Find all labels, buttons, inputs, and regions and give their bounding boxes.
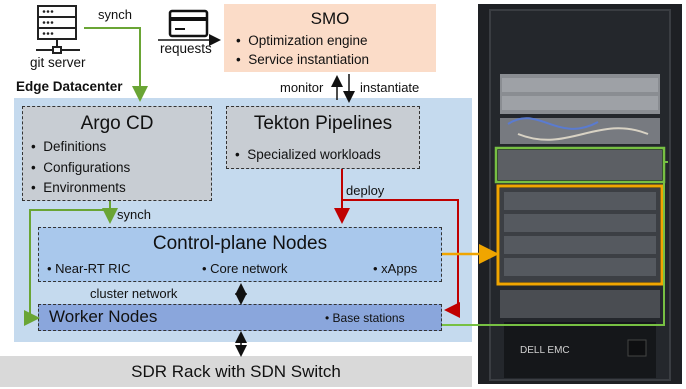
monitor-label: monitor	[280, 80, 324, 95]
argo-item: • Environments	[31, 180, 126, 195]
control-plane-box: Control-plane Nodes • Near-RT RIC • Core…	[38, 227, 442, 282]
control-item: • xApps	[373, 261, 418, 276]
worker-item: • Base stations	[325, 311, 405, 325]
cluster-network-label: cluster network	[90, 286, 178, 301]
control-item: • Near-RT RIC	[47, 261, 131, 276]
argo-item: • Configurations	[31, 160, 131, 175]
argo-title: Argo CD	[80, 113, 154, 134]
argo-sync-worker	[24, 209, 110, 326]
control-item: • Core network	[202, 261, 288, 276]
sdr-rack-bar: SDR Rack with SDN Switch	[0, 356, 472, 387]
smo-item: • Service instantiation	[236, 52, 370, 67]
argo-item: • Definitions	[31, 139, 107, 154]
deploy-label: deploy	[346, 183, 385, 198]
smo-title: SMO	[310, 9, 350, 28]
smo-box: SMO • Optimization engine • Service inst…	[224, 4, 436, 72]
smo-item: • Optimization engine	[236, 33, 368, 48]
git-server-label: git server	[30, 55, 86, 70]
git-sync-label: synch	[98, 7, 132, 22]
tekton-item: • Specialized workloads	[235, 147, 381, 162]
requests-label: requests	[160, 41, 212, 56]
tekton-title: Tekton Pipelines	[253, 113, 393, 134]
control-title: Control-plane Nodes	[152, 233, 328, 254]
git-sync-arrow	[84, 27, 148, 102]
tekton-box: Tekton Pipelines • Specialized workloads	[226, 106, 420, 169]
deploy-arrow-worker	[342, 199, 460, 318]
argo-cd-box: Argo CD • Definitions • Configurations •…	[22, 106, 212, 201]
edge-datacenter-label: Edge Datacenter	[16, 79, 123, 94]
worker-to-rack	[442, 161, 668, 326]
sdr-label: SDR Rack with SDN Switch	[131, 362, 341, 381]
rack-photo: DELL EMC	[478, 4, 682, 384]
card-icon	[168, 8, 210, 40]
instantiate-label: instantiate	[360, 80, 420, 95]
photo-brand: DELL EMC	[520, 345, 570, 356]
argo-synch-label: synch	[117, 207, 151, 222]
worker-title: Worker Nodes	[49, 307, 158, 326]
git-server-icon	[32, 4, 84, 56]
worker-box: Worker Nodes • Base stations	[38, 304, 442, 331]
